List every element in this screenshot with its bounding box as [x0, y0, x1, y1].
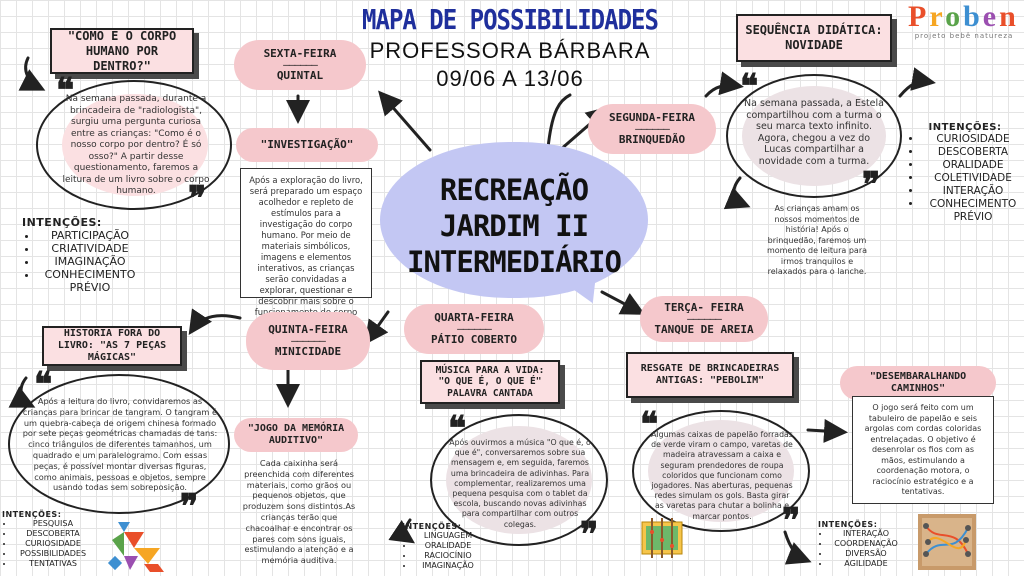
day-pill-sexta: SEXTA-FEIRA——————QUINTAL: [234, 40, 366, 90]
close-quote-icon: ❞: [188, 179, 207, 219]
pebolim-image: [641, 518, 683, 558]
intention-item: IMAGINAÇÃO: [38, 255, 142, 268]
intention-item: CONHECIMENTO PRÉVIO: [38, 268, 142, 294]
intention-item: CONHECIMENTO PRÉVIO: [922, 198, 1024, 224]
arrow-seg-right: [704, 71, 744, 98]
activity-pill-desembaralhando: "DESEMBARALHANDO CAMINHOS": [840, 366, 996, 400]
bubble-terca: [632, 410, 810, 532]
close-quote-icon: ❞: [862, 165, 881, 205]
intentions-quinta: INTENÇÕES: PESQUISA DESCOBERTA CURIOSIDA…: [2, 510, 92, 569]
description-investigacao: Após a exploração do livro, será prepara…: [240, 168, 372, 328]
intention-item: POSSIBILIDADES: [14, 549, 92, 559]
arrow-q1-curve: [18, 56, 46, 91]
intention-item: INTERAÇÃO: [922, 185, 1024, 198]
description-desembaralhando: O jogo será feito com um tabuleiro de pa…: [852, 396, 994, 504]
intentions-title: INTENÇÕES:: [928, 122, 1002, 133]
intentions-title: INTENÇÕES:: [2, 510, 62, 519]
close-quote-icon: ❞: [180, 487, 199, 527]
intention-item: INTERAÇÃO: [830, 529, 902, 539]
bubble-text-quinta: Após a leitura do livro, convidaremos as…: [22, 396, 218, 493]
open-quote-icon: ❝: [448, 409, 467, 449]
intention-item: COORDENAÇÃO: [830, 539, 902, 549]
open-quote-icon: ❝: [56, 71, 75, 111]
arrow-quinta-left: [188, 308, 242, 335]
intention-item: CRIATIVIDADE: [38, 242, 142, 255]
intention-item: CURIOSIDADE: [14, 539, 92, 549]
arrow-segunda-up: [546, 93, 572, 150]
intentions-terca: INTENÇÕES: INTERAÇÃO COORDENAÇÃO DIVERSÃ…: [818, 520, 902, 569]
arrow-to-quinta: [364, 310, 390, 345]
intention-item: ORALIDADE: [922, 159, 1024, 172]
page-title: MAPA DE POSSIBILIDADES: [362, 3, 659, 37]
bubble-text-segunda: Na semana passada, a Estela compartilhou…: [744, 98, 884, 167]
day-pill-terca: TERÇA- FEIRA——————TANQUE DE AREIA: [640, 296, 768, 342]
arrow-terca-right: [806, 418, 848, 443]
day-pill-quinta: QUINTA-FEIRA——————MINICIDADE: [246, 312, 370, 370]
arrow-seg-down: [723, 176, 751, 210]
intention-item: IMAGINAÇÃO: [414, 561, 482, 571]
intentions-title: INTENÇÕES:: [402, 522, 462, 531]
intention-item: CURIOSIDADE: [922, 133, 1024, 146]
title-box-novidade: SEQUÊNCIA DIDÁTICA: NOVIDADE: [736, 14, 892, 62]
tangram-image: [107, 522, 164, 572]
intention-item: AGILIDADE: [830, 559, 902, 569]
intention-item: TENTATIVAS: [14, 559, 92, 569]
intention-item: ORALIDADE: [414, 541, 482, 551]
intentions-title: INTENÇÕES:: [818, 520, 878, 529]
bubble-quarta: [430, 414, 608, 546]
open-quote-icon: ❝: [34, 365, 53, 405]
open-quote-icon: ❝: [640, 405, 659, 445]
intention-item: DESCOBERTA: [14, 529, 92, 539]
teacher-name: PROFESSORA BÁRBARA: [369, 38, 651, 63]
intention-item: COLETIVIDADE: [922, 172, 1024, 185]
proben-logo: Proben projeto bebê natureza: [908, 0, 1020, 41]
date-range: 09/06 A 13/06: [436, 66, 584, 91]
intention-item: PESQUISA: [14, 519, 92, 529]
intention-item: DIVERSÃO: [830, 549, 902, 559]
description-memoria: Cada caixinha será preenchida com difere…: [242, 458, 356, 566]
bubble-text-quarta: Após ouvirmos a música "O que é, o que é…: [449, 438, 591, 529]
intentions-quarta: INTENÇÕES: LINGUAGEM ORALIDADE RACIOCÍNI…: [402, 522, 482, 571]
intention-item: DESCOBERTA: [922, 146, 1024, 159]
close-quote-icon: ❞: [782, 501, 801, 541]
caminhos-board-image: [918, 514, 976, 570]
bubble-sexta: [36, 80, 232, 210]
activity-pill-investigacao: "INVESTIGAÇÃO": [236, 128, 378, 162]
arrow-to-sexta: [378, 90, 432, 152]
title-box-musica: MÚSICA PARA A VIDA: "O QUE É, O QUE É" P…: [420, 360, 560, 404]
intentions-title: INTENÇÕES:: [22, 216, 102, 229]
bubble-text-terca: Algumas caixas de papelão forradas de ve…: [651, 430, 793, 521]
intentions-sexta: INTENÇÕES: PARTICIPAÇÃO CRIATIVIDADE IMA…: [22, 216, 142, 294]
bubble-segunda: [726, 74, 902, 198]
bubble-quinta: [8, 374, 230, 514]
open-quote-icon: ❝: [740, 67, 759, 107]
bubble-text-sexta: Na semana passada, durante a brincadeira…: [62, 94, 210, 196]
bubble-fill-segunda: [742, 86, 886, 186]
note-segunda: As crianças amam os nossos momentos de h…: [766, 204, 868, 276]
activity-pill-memoria: "JOGO DA MEMÓRIA AUDITIVO": [234, 418, 358, 452]
bubble-fill-quarta: [446, 426, 592, 534]
title-box-7-pecas: HISTÓRIA FORA DO LIVRO: "AS 7 PEÇAS MÁGI…: [42, 326, 182, 366]
center-cloud: [380, 142, 648, 298]
question-box-corpo: "COMO É O CORPO HUMANO POR DENTRO?": [50, 28, 194, 74]
day-pill-quarta: QUARTA-FEIRA——————PÁTIO COBERTO: [404, 304, 544, 354]
close-quote-icon: ❞: [580, 515, 599, 555]
intention-item: RACIOCÍNIO: [414, 551, 482, 561]
title-box-pebolim: RESGATE DE BRINCADEIRAS ANTIGAS: "PEBOLI…: [626, 352, 794, 398]
arrow-seg-box-right: [898, 67, 936, 98]
bubble-fill-sexta: [62, 94, 208, 196]
logo-word: Proben: [908, 0, 1019, 33]
intentions-segunda: INTENÇÕES: CURIOSIDADE DESCOBERTA ORALID…: [906, 122, 1024, 224]
day-pill-segunda: SEGUNDA-FEIRA——————BRINQUEDÃO: [588, 104, 716, 154]
intention-item: PARTICIPAÇÃO: [38, 229, 142, 242]
logo-tagline: projeto bebê natureza: [914, 32, 1014, 40]
bubble-fill-terca: [648, 420, 794, 522]
center-title: RECREAÇÃO JARDIM II INTERMEDIÁRIO: [407, 173, 622, 279]
intention-item: LINGUAGEM: [414, 531, 482, 541]
